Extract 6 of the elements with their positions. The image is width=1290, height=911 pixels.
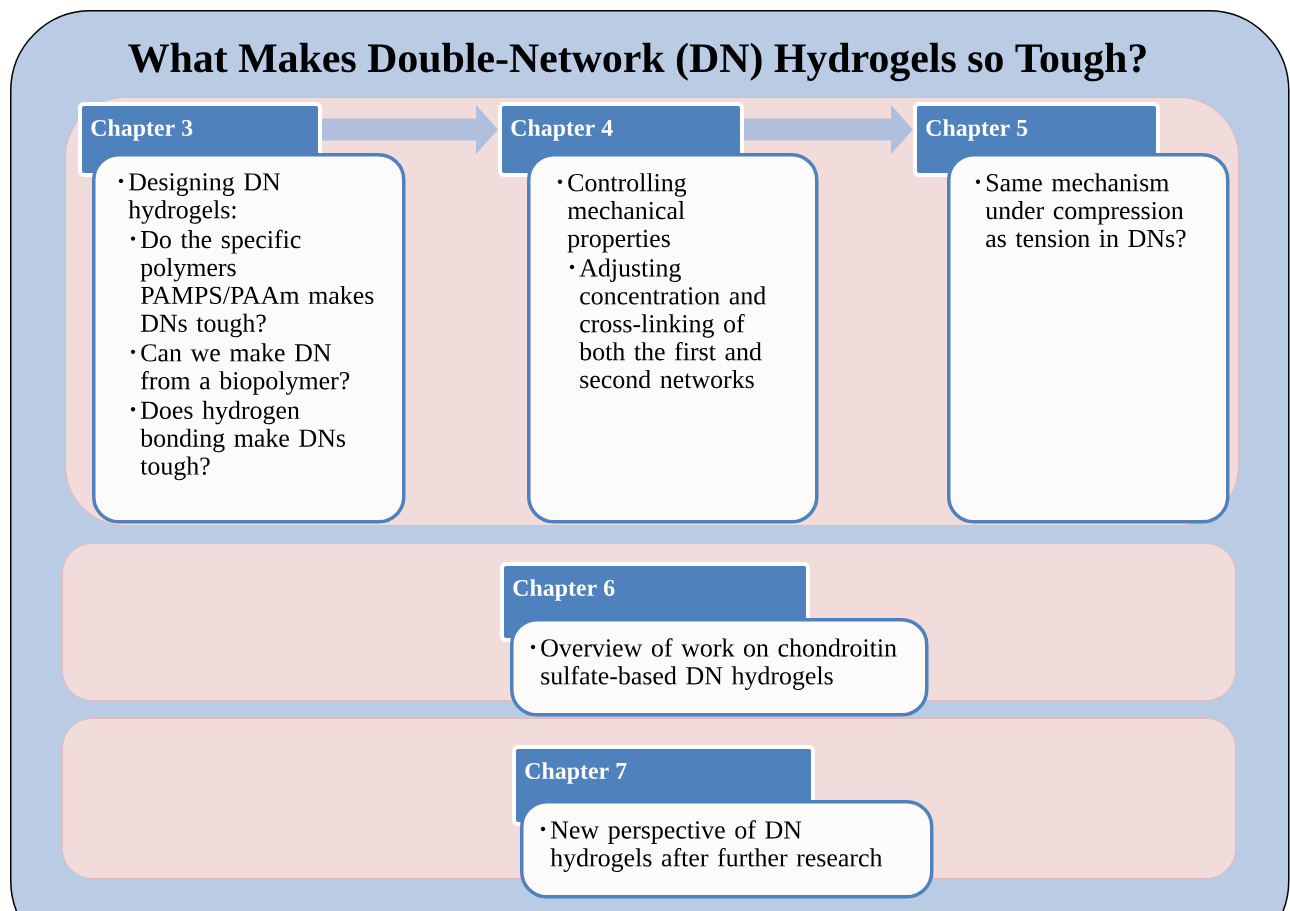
content-box: Same mechanism under compression as tension in DNs?: [947, 153, 1230, 524]
content-box: Overview of work on chondroitin sulfate-based DN hydrogels: [510, 618, 929, 717]
title: What Makes Double-Network (DN) Hydrogels so Tough?: [128, 42, 1146, 82]
content-box: Controlling mechanical properties Adjusting concentration and cross-linking of both the first and second networks: [527, 153, 819, 524]
content-box: New perspective of DN hydrogels after further research: [520, 800, 934, 899]
content-box: Designing DN hydrogels: Do the specific polymers PAMPS/PAAm makes DNs tough? Can we make DN from a biopolymer? Does hydrogen bonding make DNs tough?: [92, 153, 406, 524]
